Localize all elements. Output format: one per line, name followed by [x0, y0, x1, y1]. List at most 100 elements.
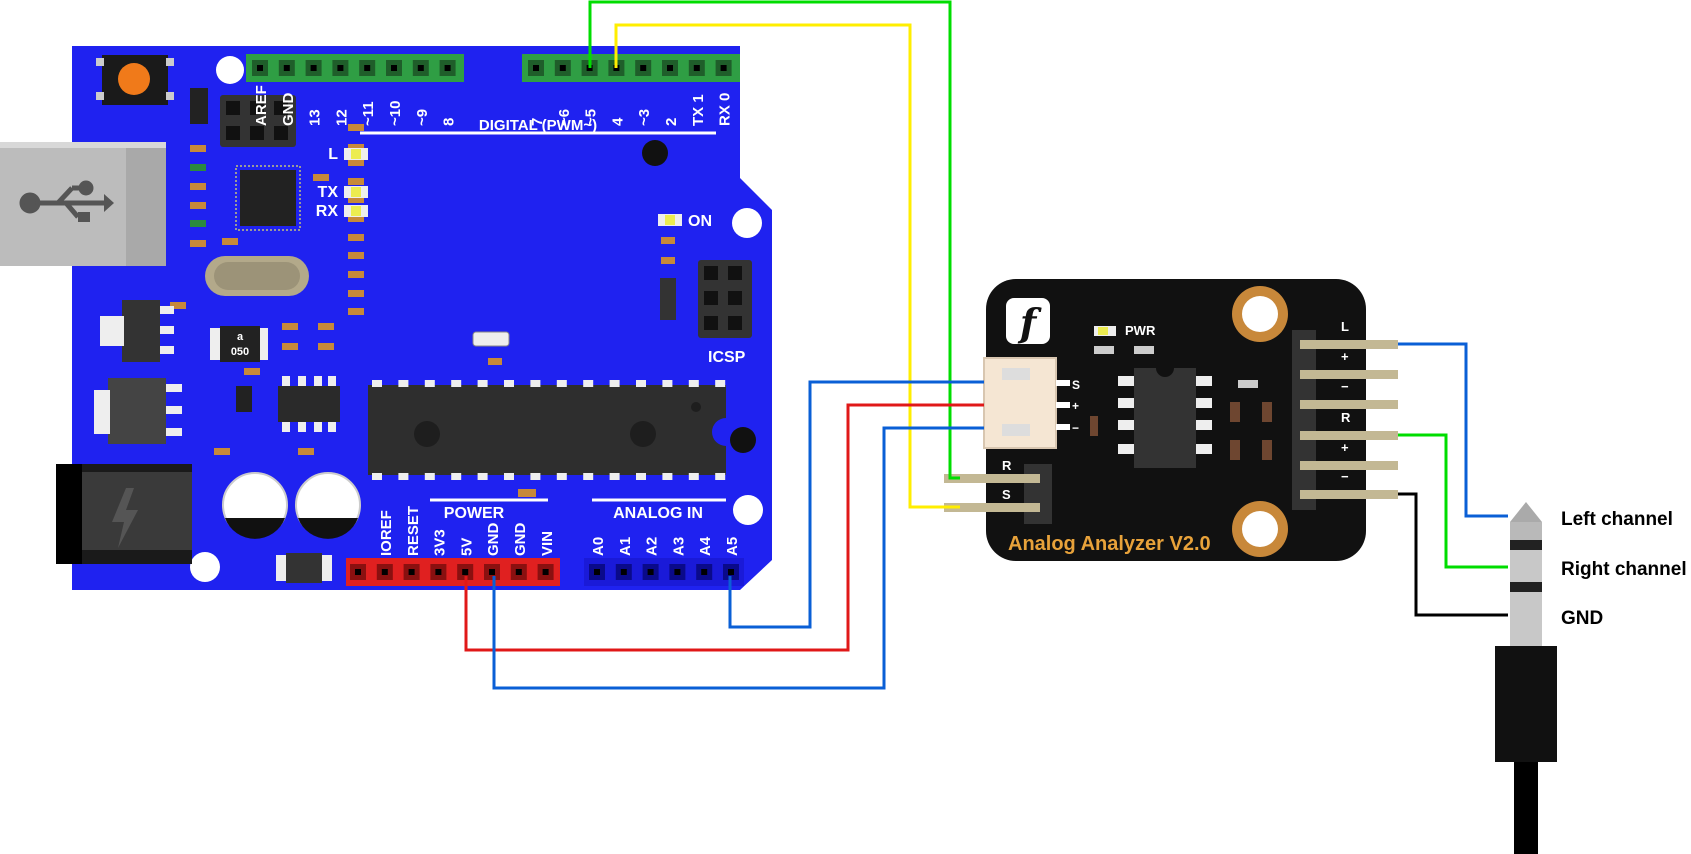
header-minus-label: −: [1072, 421, 1079, 435]
dc-power-jack: [56, 464, 192, 564]
led-label: L: [328, 146, 338, 163]
digital-pin-label: ~6: [556, 109, 573, 126]
output-pin-label: +: [1341, 349, 1349, 364]
mounting-hole-bottom: [1232, 501, 1288, 557]
power-pin-label: 3V3: [432, 529, 449, 556]
digital-pin-label: ~10: [387, 101, 404, 126]
output-pin-label: +: [1341, 440, 1349, 455]
header-s-label: S: [1072, 378, 1080, 392]
digital-pin-label: 8: [441, 118, 458, 126]
usb-connector: [0, 142, 166, 266]
output-pin: [1300, 400, 1398, 409]
analog-pin-label: A0: [590, 537, 607, 556]
header-plus-label: +: [1072, 399, 1079, 413]
led-label: RX: [316, 203, 339, 220]
digital-pin-label: GND: [280, 93, 297, 127]
icsp-label: ICSP: [708, 349, 746, 366]
left-channel-label: Left channel: [1561, 509, 1673, 530]
atmega-pins-top: [372, 380, 726, 387]
analog-pin-label: A5: [724, 537, 741, 556]
digital-pin-label: AREF: [253, 85, 270, 126]
audio-jack-plug: [1495, 502, 1557, 854]
digital-header: [246, 54, 740, 82]
capacitor-right: [295, 472, 361, 539]
power-label: POWER: [444, 505, 505, 522]
arduino-board: a 050: [0, 46, 772, 590]
output-pin: [1300, 461, 1398, 470]
digital-pin-label: TX 1: [690, 94, 707, 126]
output-pin: [1300, 490, 1398, 499]
power-pin-label: RESET: [405, 506, 422, 556]
op-amp-chip: [278, 376, 340, 432]
on-label: ON: [688, 213, 712, 230]
digital-pin-label: 12: [333, 109, 350, 126]
header-s2-label: S: [1002, 487, 1011, 502]
wire-yellow: [614, 23, 960, 509]
led-label: TX: [318, 184, 339, 201]
rs-header: R S: [944, 458, 1052, 524]
fuse: [660, 278, 676, 320]
crystal: [205, 256, 309, 296]
smd-components: [170, 145, 536, 497]
analog-pin-label: A4: [697, 536, 714, 556]
module-ic: [1118, 368, 1212, 468]
power-pin-label: IOREF: [378, 510, 395, 556]
on-led: ON: [658, 213, 712, 230]
usb-icon: [19, 180, 114, 222]
wire-left-channel: [1398, 342, 1508, 518]
transistor: [236, 386, 252, 412]
digital-pin-label: ~9: [414, 109, 431, 126]
output-pin-label: −: [1341, 469, 1349, 484]
digital-pin-label: ~3: [636, 109, 653, 126]
output-pin-label: −: [1341, 379, 1349, 394]
led-column: L TX RX: [316, 124, 368, 315]
analog-header: [584, 558, 744, 586]
digital-pin-label: ~11: [360, 101, 377, 126]
chip-text-050: 050: [231, 346, 249, 358]
wire-red: [464, 403, 984, 652]
output-pin-label: L: [1341, 319, 1349, 334]
output-pin: [1300, 340, 1398, 349]
digital-pin-label: 2: [663, 118, 680, 126]
analog-pin-label: A2: [644, 537, 661, 556]
dfrobot-logo-icon: f: [1006, 298, 1050, 345]
chip-text-a: a: [237, 331, 244, 343]
right-channel-label: Right channel: [1561, 559, 1687, 580]
digital-label: DIGITAL (PWM~): [479, 117, 597, 134]
signal-connector: S + −: [983, 357, 1080, 449]
output-header: L + − R + −: [1292, 319, 1398, 510]
digital-pin-label: 7: [529, 118, 546, 126]
power-pin-label: GND: [485, 523, 502, 557]
icsp-header: ICSP: [698, 260, 752, 366]
analog-analyzer-module: f PWR: [944, 279, 1398, 561]
wire-blue-gnd: [492, 426, 984, 690]
voltage-regulator: [94, 300, 182, 444]
digital-pin-label: 4: [609, 117, 626, 126]
analog-pin-label: A3: [670, 537, 687, 556]
power-pin-label: 5V: [458, 538, 475, 556]
analog-pin-label: A1: [617, 537, 634, 556]
wire-green: [588, 0, 960, 480]
output-pin: [1300, 370, 1398, 379]
atmega-chip: [368, 380, 726, 480]
header-r-label: R: [1002, 458, 1012, 473]
atmega-pins-bottom: [372, 473, 726, 480]
lightning-icon: [112, 488, 138, 548]
usb-chip: [235, 165, 301, 231]
output-pin: [1300, 431, 1398, 440]
wire-blue: [728, 380, 984, 629]
digital-pin-label: RX 0: [717, 93, 734, 126]
reset-button: [96, 55, 174, 105]
digital-pin-label: ~5: [583, 109, 600, 126]
a050-chip: a 050: [210, 326, 268, 362]
output-pin-label: R: [1341, 410, 1351, 425]
analog-in-label: ANALOG IN: [613, 505, 703, 522]
module-title: Analog Analyzer V2.0: [1008, 533, 1211, 555]
wires: [464, 0, 1508, 690]
diode: [276, 553, 332, 583]
wire-right-channel: [1398, 433, 1508, 569]
wire-gnd: [1398, 492, 1508, 617]
